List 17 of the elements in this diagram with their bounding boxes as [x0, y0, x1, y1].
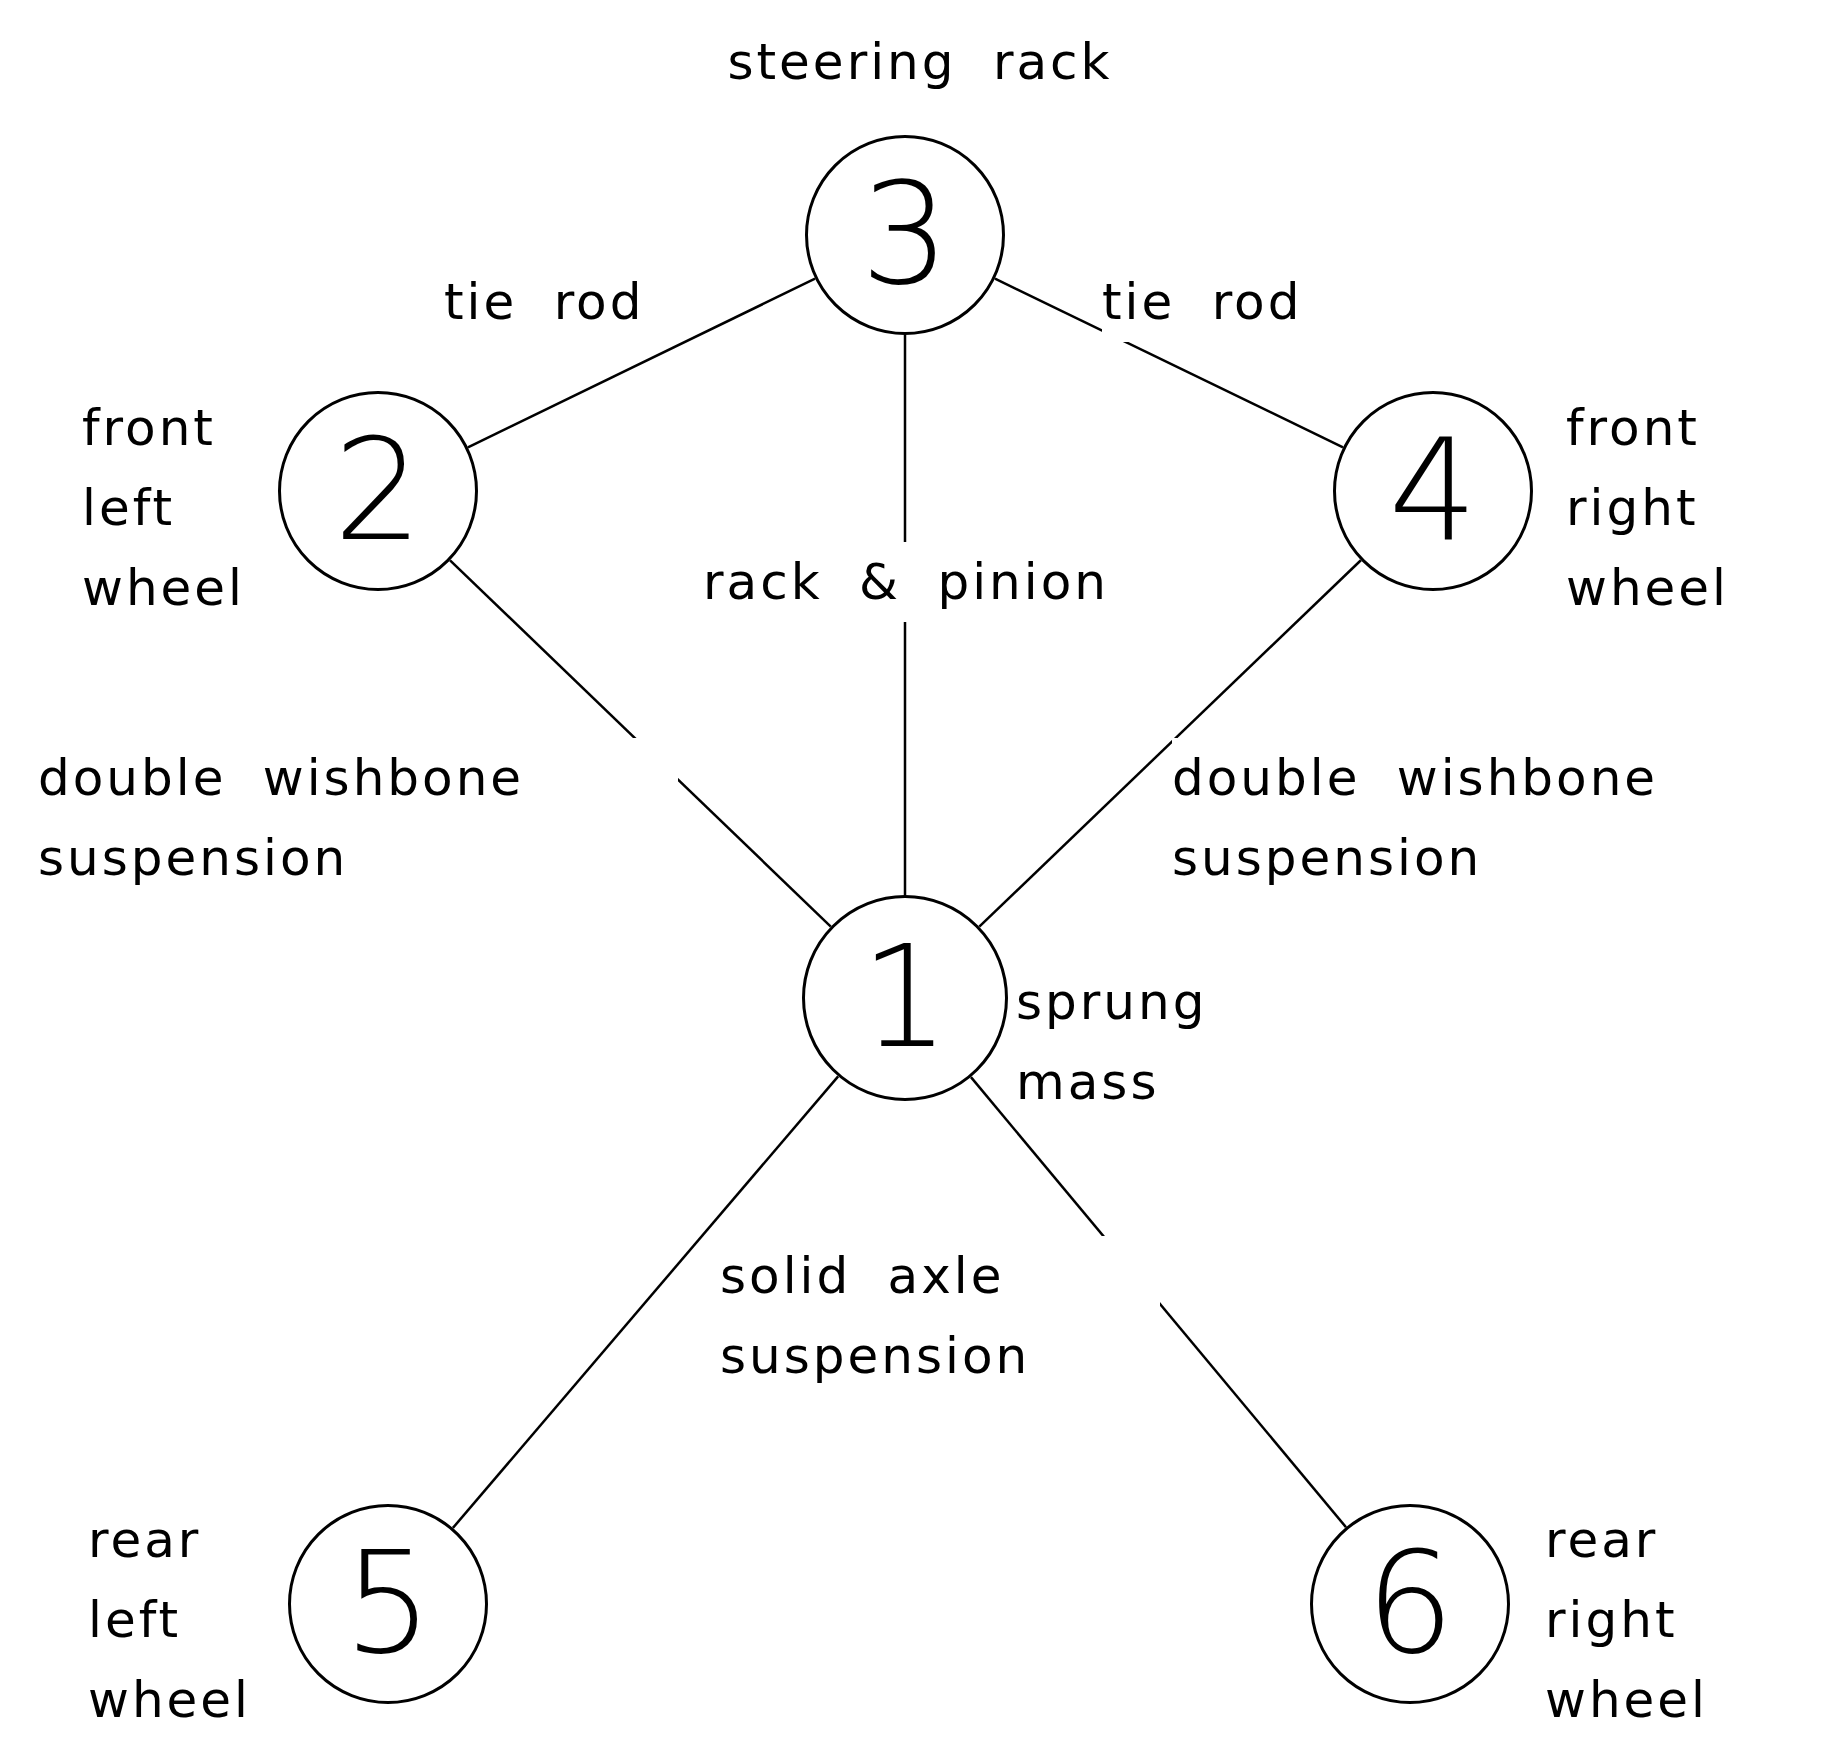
- connector-line: [994, 277, 1344, 449]
- node-caption: front right wheel: [1566, 398, 1730, 619]
- connector-line: [978, 559, 1362, 928]
- connector-line: [449, 559, 832, 928]
- connector-line: [467, 277, 816, 449]
- node-caption: front left wheel: [82, 398, 246, 619]
- node-caption: steering rack: [726, 32, 1114, 93]
- connector-line: [451, 1075, 840, 1529]
- node-caption: rear left wheel: [88, 1510, 252, 1731]
- node-caption: rear right wheel: [1545, 1510, 1709, 1731]
- numbered-circle: 4: [1333, 391, 1533, 591]
- numbered-circle: 5: [288, 1504, 488, 1704]
- node-caption: sprung mass: [1016, 972, 1209, 1113]
- numbered-circle: 1: [802, 895, 1008, 1101]
- numbered-circle: 2: [278, 391, 478, 591]
- numbered-circle: 3: [805, 135, 1005, 335]
- numbered-circle: 6: [1310, 1504, 1510, 1704]
